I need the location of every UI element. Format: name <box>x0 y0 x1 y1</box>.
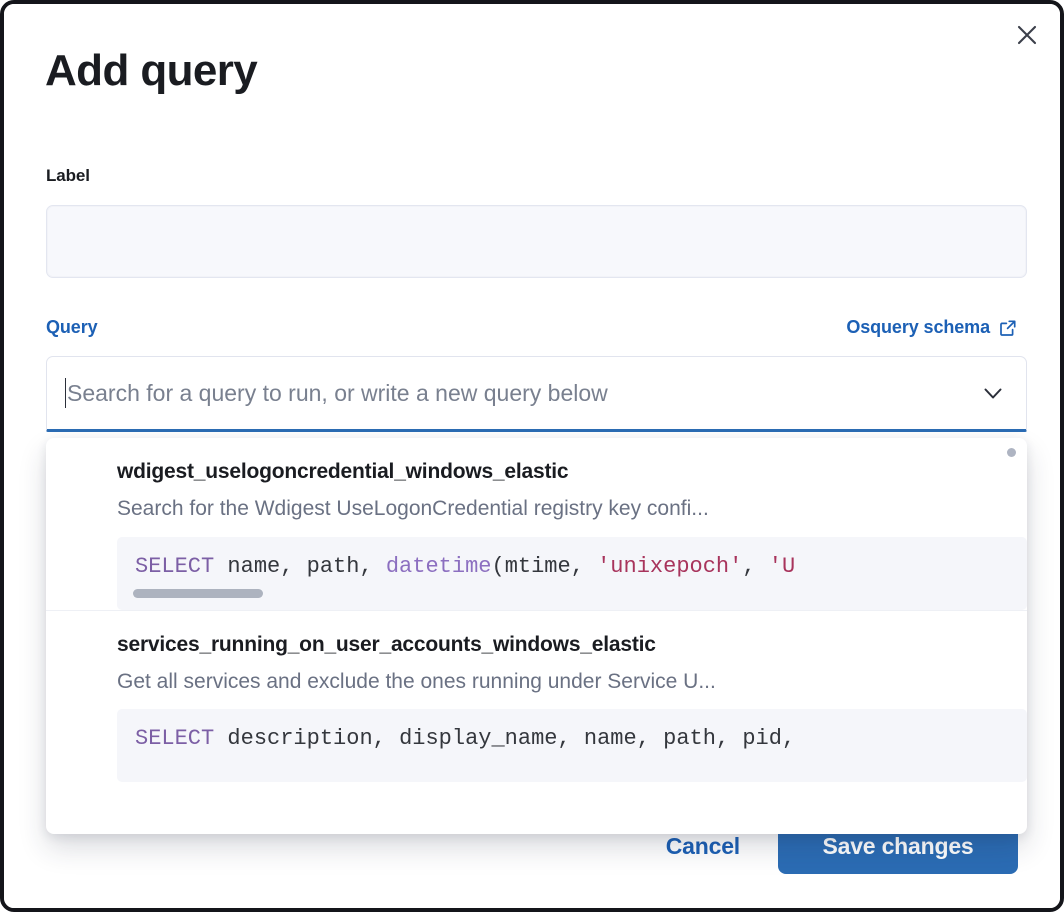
dropdown-scrollbar-thumb[interactable] <box>1007 448 1016 457</box>
close-button[interactable] <box>1008 16 1046 54</box>
list-item[interactable]: wdigest_uselogoncredential_windows_elast… <box>46 438 1027 610</box>
sql-token: , <box>372 726 400 752</box>
sql-token: pid <box>742 726 782 752</box>
query-suggestions-dropdown: wdigest_uselogoncredential_windows_elast… <box>46 438 1027 834</box>
sql-token: SELECT <box>135 553 215 579</box>
cancel-button[interactable]: Cancel <box>650 823 756 870</box>
chevron-down-icon[interactable] <box>976 376 1010 410</box>
query-combobox[interactable] <box>46 356 1027 432</box>
sql-token: , <box>280 553 307 579</box>
add-query-modal: Add query Label Query Osquery schema <box>4 4 1060 908</box>
sql-token: name <box>214 553 281 579</box>
text-caret <box>65 378 66 408</box>
sql-code-line: SELECT description, display_name, name, … <box>117 725 1027 753</box>
close-icon <box>1014 22 1040 48</box>
sql-token: datetime <box>385 553 492 579</box>
suggestion-description: Search for the Wdigest UseLogonCredentia… <box>117 497 709 521</box>
page-title: Add query <box>45 46 258 95</box>
osquery-schema-link[interactable]: Osquery schema <box>846 317 1018 338</box>
label-field-label: Label <box>46 166 90 185</box>
sql-token: , <box>636 726 664 752</box>
sql-token: , <box>570 553 598 579</box>
sql-horizontal-scrollbar[interactable] <box>133 588 263 598</box>
sql-token: ( <box>491 553 505 579</box>
sql-token: name <box>583 726 637 752</box>
suggestion-sql-preview[interactable]: SELECT description, display_name, name, … <box>117 709 1027 783</box>
suggestion-title: wdigest_uselogoncredential_windows_elast… <box>117 460 569 483</box>
sql-token: 'U <box>768 553 796 579</box>
sql-token: path <box>306 553 360 579</box>
sql-token: , <box>742 553 769 579</box>
query-search-input[interactable] <box>67 379 976 407</box>
sql-code-line: SELECT name, path, datetime(mtime, 'unix… <box>117 553 1027 581</box>
list-item[interactable]: services_running_on_user_accounts_window… <box>46 609 1027 783</box>
sql-token: SELECT <box>135 726 215 752</box>
query-field-label: Query <box>46 317 98 337</box>
suggestion-list: wdigest_uselogoncredential_windows_elast… <box>46 438 1027 783</box>
suggestion-description: Get all services and exclude the ones ru… <box>117 669 716 693</box>
sql-token: display_name <box>399 726 558 752</box>
external-link-icon <box>998 317 1018 338</box>
sql-token: , <box>715 726 743 752</box>
suggestion-sql-preview[interactable]: SELECT name, path, datetime(mtime, 'unix… <box>117 536 1027 610</box>
sql-token: , <box>781 726 796 752</box>
sql-token: description <box>214 726 373 752</box>
osquery-schema-link-label: Osquery schema <box>846 317 990 337</box>
sql-token: path <box>663 726 716 752</box>
suggestion-title: services_running_on_user_accounts_window… <box>117 632 656 656</box>
sql-token: mtime <box>504 553 571 579</box>
sql-token: , <box>359 553 386 579</box>
sql-token: 'unixepoch' <box>597 553 743 579</box>
label-input[interactable] <box>46 205 1027 278</box>
sql-token: , <box>557 726 584 752</box>
